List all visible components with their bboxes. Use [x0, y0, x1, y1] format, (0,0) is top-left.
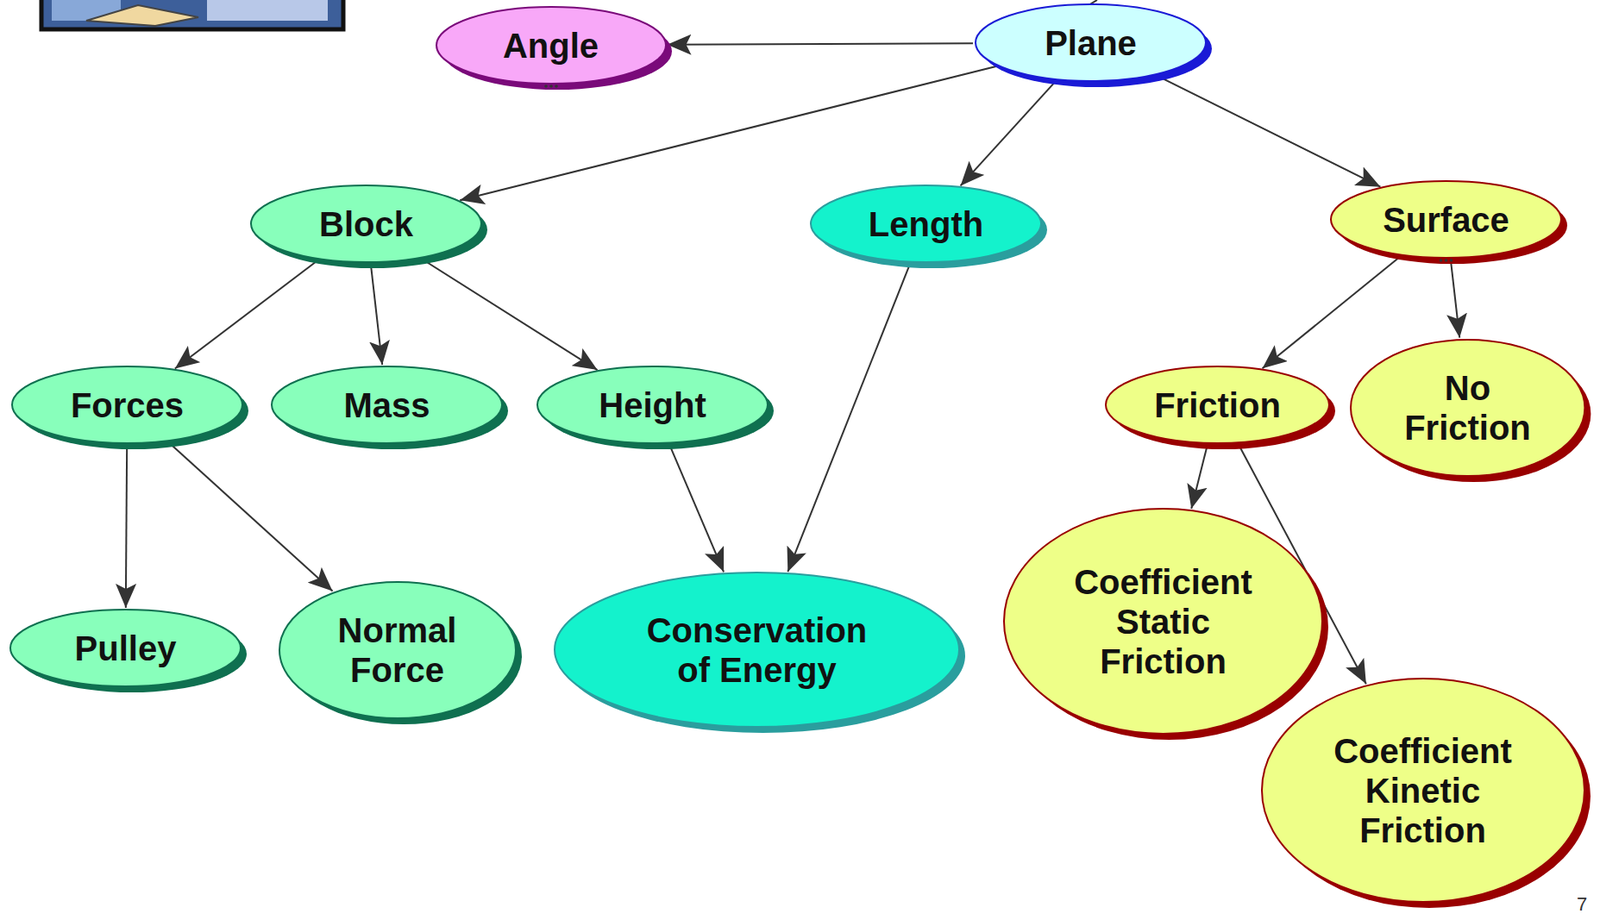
concept-ellipse: Coefficient Static Friction — [1002, 507, 1331, 742]
ellipse-fill — [250, 185, 482, 263]
clipped-illustration — [41, 0, 344, 30]
ellipse-fill — [975, 4, 1206, 82]
concept-ellipse: No Friction — [1349, 338, 1593, 484]
arrow-connector — [669, 445, 724, 572]
ellipse-fill — [537, 366, 768, 444]
ellipse-fill — [1350, 339, 1585, 477]
collapse-dots — [1444, 258, 1449, 263]
concept-ellipse: Pulley — [8, 608, 249, 695]
concept-ellipse: Block — [249, 183, 490, 270]
concept-label: No Friction — [1393, 368, 1541, 448]
arrow-connector — [960, 81, 1056, 186]
concept-label: Normal Force — [324, 610, 471, 691]
arrow-connector — [1191, 445, 1207, 509]
arrow-connector — [787, 263, 910, 572]
ellipse-fill — [271, 366, 502, 444]
concept-ellipse: Height — [535, 364, 776, 452]
ellipse-fill — [12, 366, 243, 444]
collapse-dots — [544, 84, 548, 88]
concept-label: Coefficient Static Friction — [1064, 562, 1263, 682]
concept-ellipse: Coefficient Kinetic Friction — [1260, 677, 1593, 910]
concept-label: Forces — [70, 385, 184, 426]
ellipse-fill — [1105, 366, 1330, 444]
ellipse-fill — [1261, 678, 1585, 903]
concept-ellipse: Conservation of Energy — [552, 570, 967, 735]
arrow-connector — [175, 260, 319, 370]
arrow-connector — [666, 43, 973, 45]
concept-ellipse: Surface — [1329, 179, 1569, 266]
ellipse-fill — [1330, 181, 1562, 258]
concept-ellipse: Plane — [973, 2, 1214, 89]
concept-label: Mass — [343, 385, 430, 426]
concept-ellipse: Forces — [10, 364, 251, 452]
concept-ellipse: Friction — [1104, 364, 1337, 452]
concept-label: Angle — [502, 25, 599, 66]
concept-ellipse: Normal Force — [277, 580, 524, 727]
concept-label: Length — [868, 204, 984, 245]
collapse-dots — [1449, 258, 1454, 263]
arrow-connector — [1262, 257, 1401, 370]
ellipse-fill — [810, 185, 1042, 263]
concept-label: Plane — [1044, 23, 1137, 63]
arrow-connector — [1450, 260, 1460, 339]
concept-label: Block — [319, 204, 414, 245]
concept-ellipse: Angle — [434, 5, 674, 92]
concept-ellipse: Length — [809, 183, 1049, 270]
collapse-dots — [1439, 258, 1444, 263]
collapse-dots — [554, 84, 559, 88]
page-number: 7 — [1576, 893, 1588, 917]
collapse-dots — [549, 84, 553, 88]
concept-ellipse: Mass — [269, 364, 510, 452]
concept-label: Surface — [1382, 200, 1510, 240]
arrow-connector — [421, 258, 597, 371]
arrow-connector — [169, 442, 333, 591]
concept-label: Height — [598, 385, 706, 426]
concept-label: Conservation of Energy — [627, 610, 887, 691]
ellipse-fill — [1003, 508, 1323, 735]
arrow-connector — [370, 264, 383, 365]
arrow-connector — [1156, 75, 1381, 188]
picture-detail — [207, 0, 328, 21]
picture-frame — [41, 0, 344, 30]
ellipse-fill — [554, 572, 960, 728]
ellipse-fill — [436, 6, 666, 84]
concept-label: Friction — [1154, 385, 1281, 426]
arrow-connector — [125, 445, 127, 609]
ellipse-fill — [10, 609, 241, 687]
concept-label: Pulley — [75, 628, 177, 669]
concept-label: Coefficient Kinetic Friction — [1323, 731, 1523, 851]
ellipse-fill — [279, 582, 516, 719]
picture-detail — [86, 5, 199, 26]
